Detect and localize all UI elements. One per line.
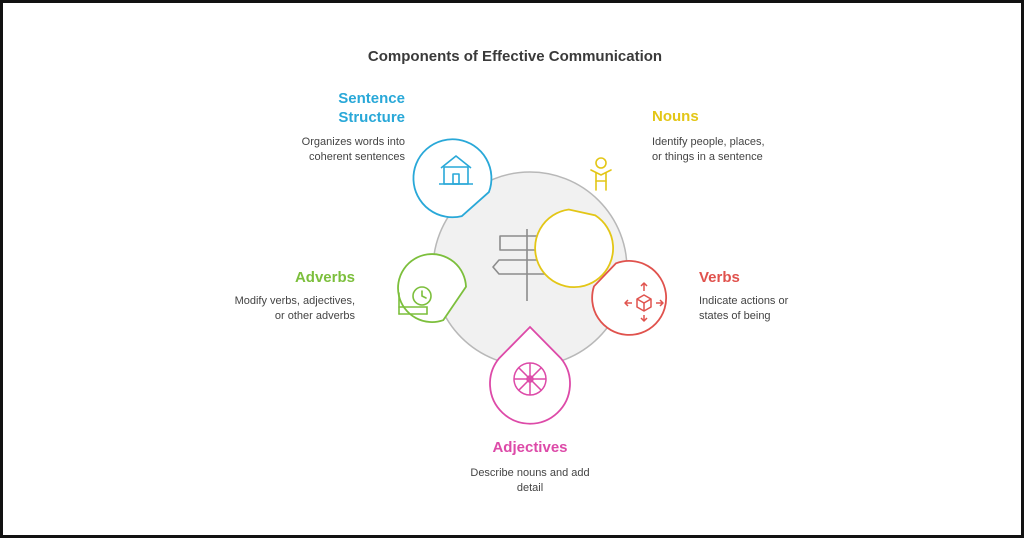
sentence-structure-node bbox=[412, 138, 493, 219]
diagram-canvas bbox=[397, 138, 667, 425]
nouns-desc-line2: or things in a sentence bbox=[652, 151, 763, 163]
verbs-node bbox=[591, 260, 667, 336]
adverbs-description: Modify verbs, adjectives, or other adver… bbox=[195, 294, 355, 324]
adverbs-desc-line2: or other adverbs bbox=[274, 310, 355, 322]
house-icon bbox=[439, 155, 473, 185]
adjectives-label: Adjectives bbox=[430, 438, 630, 457]
adjectives-node bbox=[489, 325, 571, 425]
adverbs-desc-line1: Modify verbs, adjectives, bbox=[234, 295, 355, 307]
sentence-structure-description: Organizes words into coherent sentences bbox=[243, 135, 405, 165]
adverbs-label: Adverbs bbox=[255, 268, 355, 287]
nouns-description: Identify people, places, or things in a … bbox=[652, 135, 822, 165]
verbs-label: Verbs bbox=[699, 268, 819, 287]
sentence-structure-desc-line1: Organizes words into bbox=[301, 136, 405, 148]
verbs-desc-line2: states of being bbox=[699, 310, 771, 322]
verbs-desc-line1: Indicate actions or bbox=[699, 295, 789, 307]
nouns-label-line1: Nouns bbox=[652, 108, 699, 125]
verbs-description: Indicate actions or states of being bbox=[699, 294, 849, 324]
adjectives-desc-line2: detail bbox=[516, 482, 544, 494]
sentence-structure-label: Sentence Structure bbox=[293, 89, 405, 127]
nouns-desc-line1: Identify people, places, bbox=[652, 136, 765, 148]
nouns-node bbox=[534, 157, 614, 288]
sentence-structure-desc-line2: coherent sentences bbox=[308, 151, 405, 163]
adverbs-label-line1: Adverbs bbox=[294, 269, 355, 286]
adjectives-desc-line1: Describe nouns and add bbox=[470, 467, 590, 479]
verbs-label-line1: Verbs bbox=[699, 269, 740, 286]
diagram-title: Components of Effective Communication bbox=[367, 48, 663, 65]
move-cube-icon bbox=[624, 282, 664, 322]
person-icon bbox=[590, 157, 612, 191]
wheel-icon bbox=[513, 362, 547, 396]
adverbs-node bbox=[397, 253, 467, 323]
clock-bed-icon bbox=[398, 286, 432, 315]
sentence-structure-label-line2: Structure bbox=[338, 109, 405, 126]
sentence-structure-label-line1: Sentence bbox=[338, 90, 405, 107]
adjectives-label-line1: Adjectives bbox=[492, 439, 568, 456]
adjectives-description: Describe nouns and add detail bbox=[440, 466, 620, 496]
nouns-label: Nouns bbox=[652, 107, 802, 126]
